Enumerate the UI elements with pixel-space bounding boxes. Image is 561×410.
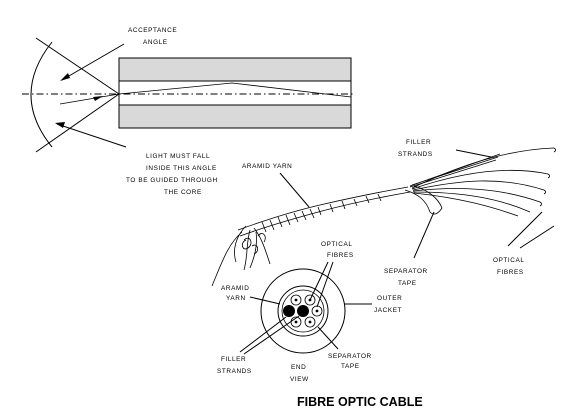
- filler-label-1: FILLER: [406, 139, 431, 146]
- fibre-core: [118, 80, 352, 106]
- aramid-end-label-1: ARAMID: [221, 285, 249, 292]
- filler-leader: [455, 149, 492, 158]
- separator-leader: [413, 211, 435, 259]
- acceptance-arrow: [60, 73, 70, 81]
- light-arrow: [55, 122, 65, 128]
- cone-upper-line: [35, 37, 120, 95]
- filler-end-leader-2: [243, 315, 300, 355]
- optical-right-leader-1: [507, 211, 543, 247]
- optical-right-leader-2: [519, 225, 555, 249]
- aramid-end-leader: [249, 296, 281, 305]
- sep-end-label-2: TAPE: [341, 363, 360, 370]
- light-ray: [59, 82, 352, 105]
- separator-label-2: TAPE: [398, 280, 417, 287]
- separator-tape-flap: [404, 185, 443, 215]
- filler-label-2: STRANDS: [398, 151, 433, 158]
- end-view-label-2: VIEW: [290, 376, 309, 383]
- aramid-yarn-bundle: [237, 186, 409, 231]
- aramid-yarn-label: ARAMID YARN: [242, 163, 292, 170]
- acceptance-label-1: ACCEPTANCE: [128, 27, 177, 34]
- central-member: [297, 305, 309, 317]
- aramid-leader: [279, 172, 310, 208]
- separator-label-1: SEPARATOR: [384, 268, 428, 275]
- acceptance-arc: [30, 41, 53, 148]
- fibre-section: [118, 57, 352, 129]
- optical-end-label-1: OPTICAL: [321, 241, 353, 248]
- sep-end-label-1: SEPARATOR: [328, 353, 372, 360]
- aramid-end-label-2: YARN: [226, 295, 246, 302]
- cable-end-view: [260, 268, 346, 354]
- lower-cladding: [118, 104, 352, 129]
- optical-right-label-1: OPTICAL: [493, 257, 525, 264]
- optical-fibres-fan: [411, 147, 555, 217]
- cone-lower-line: [35, 93, 120, 153]
- acceptance-label-2: ANGLE: [143, 39, 168, 46]
- optical-end-label-2: FIBRES: [327, 252, 354, 259]
- end-view-label-1: END: [291, 364, 306, 371]
- filler-end-label-2: STRANDS: [217, 368, 252, 375]
- cable-side-view: [211, 147, 556, 287]
- diagram-title: FIBRE OPTIC CABLE: [297, 395, 423, 409]
- outer-label-2: JACKET: [374, 307, 402, 314]
- light-label-3: TO BE GUIDED THROUGH: [126, 177, 218, 184]
- separator-end-leader: [317, 326, 339, 350]
- filler-strands: [409, 153, 501, 188]
- optical-end-leader-2: [316, 261, 334, 308]
- optical-end-leader-1: [309, 261, 329, 301]
- light-label-1: LIGHT MUST FALL: [146, 153, 210, 160]
- filler-strand-a: [283, 305, 295, 317]
- light-label-2: INSIDE THIS ANGLE: [146, 165, 217, 172]
- optical-right-label-2: FIBRES: [497, 269, 524, 276]
- light-label-4: THE CORE: [164, 189, 202, 196]
- upper-cladding: [118, 57, 352, 82]
- filler-end-label-1: FILLER: [221, 356, 246, 363]
- outer-label-1: OUTER: [377, 295, 402, 302]
- filler-end-leader-1: [239, 316, 287, 353]
- acceptance-leader: [61, 43, 125, 81]
- light-leader: [56, 123, 127, 148]
- ray-arrow: [93, 96, 103, 101]
